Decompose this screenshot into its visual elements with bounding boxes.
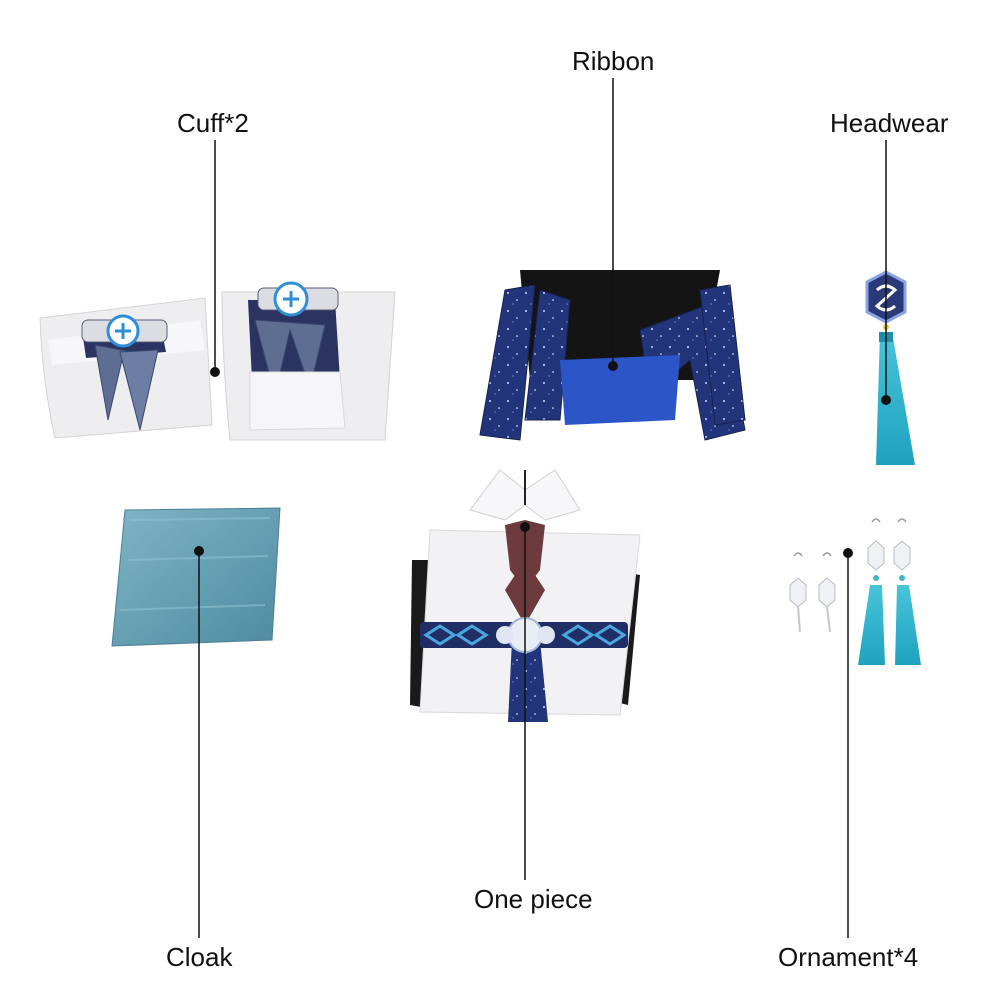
- label-cuff: Cuff*2: [177, 108, 249, 138]
- ornament-small-right: [818, 552, 836, 633]
- ornament-tassel-right: [893, 518, 921, 665]
- leader-headwear: [881, 140, 891, 405]
- cuff-right: [221, 281, 396, 441]
- leader-cuff: [210, 140, 220, 377]
- leader-ornament: [843, 548, 853, 938]
- label-ribbon: Ribbon: [572, 46, 655, 76]
- leader-cloak: [194, 546, 204, 938]
- ribbon: [479, 270, 746, 441]
- label-cloak: Cloak: [166, 942, 233, 972]
- cloak: [111, 507, 281, 647]
- ornament-tassel-left: [858, 518, 885, 665]
- ornaments: [789, 518, 921, 665]
- ornament-small-left: [789, 552, 807, 633]
- label-headwear: Headwear: [830, 108, 949, 138]
- label-ornament: Ornament*4: [778, 942, 919, 972]
- cuff-left: [39, 297, 213, 439]
- label-one-piece: One piece: [474, 884, 593, 914]
- leader-ribbon: [608, 78, 618, 371]
- leader-one-piece: [520, 522, 530, 880]
- headwear: [865, 270, 915, 465]
